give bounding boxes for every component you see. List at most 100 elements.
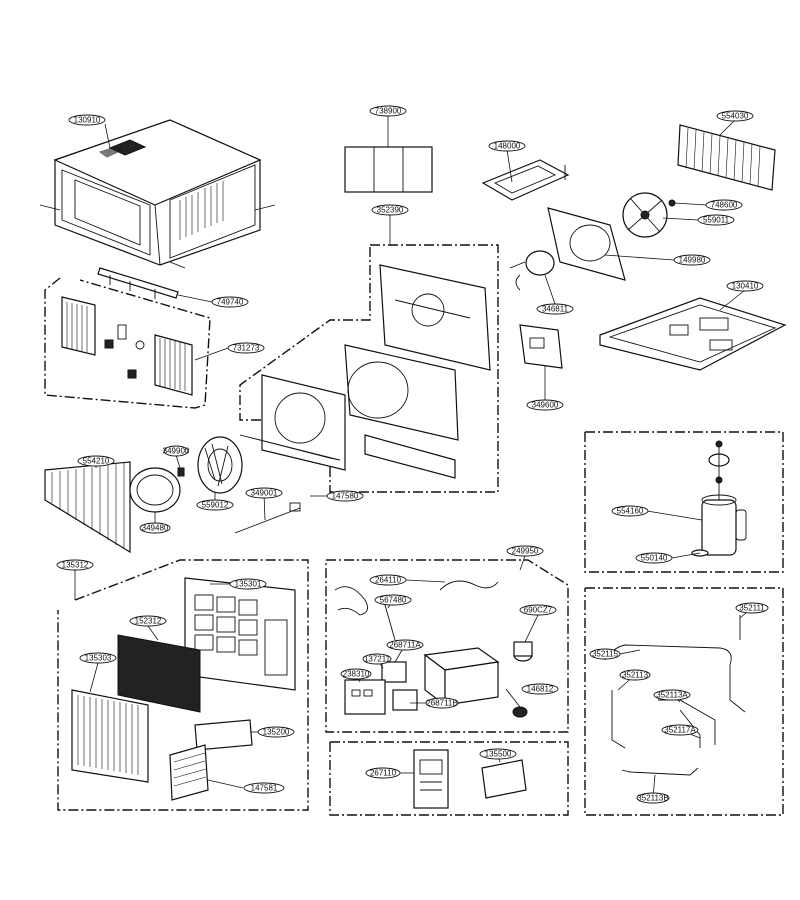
label-130910: 130910 xyxy=(68,114,106,126)
svg-text:147580: 147580 xyxy=(332,492,359,501)
label-352113A: 352113A xyxy=(653,689,691,701)
label-268711B: 268711B xyxy=(425,697,459,709)
label-callouts: 130910 738900 148000 554030 748600 55901… xyxy=(56,105,769,804)
group-352390-boundary xyxy=(239,244,499,493)
svg-text:352117A: 352117A xyxy=(664,726,696,735)
svg-text:554210: 554210 xyxy=(83,457,110,466)
svg-text:352390: 352390 xyxy=(377,206,404,215)
part-control-box xyxy=(423,647,500,707)
svg-text:349001: 349001 xyxy=(251,489,278,498)
part-559011-fan xyxy=(622,192,676,238)
svg-text:352113A: 352113A xyxy=(656,691,688,700)
svg-text:738900: 738900 xyxy=(375,107,402,116)
group-manual-boundary xyxy=(329,741,569,816)
svg-text:130910: 130910 xyxy=(74,116,101,125)
cabinet-130910 xyxy=(39,119,276,269)
label-137211: 137211 xyxy=(362,653,392,665)
part-135200-window xyxy=(194,719,253,751)
label-135303: 135303 xyxy=(79,652,117,664)
part-264110-harness xyxy=(334,580,499,616)
part-135500-cover xyxy=(481,759,527,799)
svg-text:748600: 748600 xyxy=(711,201,738,210)
svg-text:554160: 554160 xyxy=(617,507,644,516)
svg-text:352115: 352115 xyxy=(592,650,619,659)
label-567480: 567480 xyxy=(374,594,412,606)
part-135301-frame xyxy=(184,577,296,691)
part-349480-ring xyxy=(129,467,181,513)
part-135303-grille xyxy=(71,689,149,783)
svg-text:238310: 238310 xyxy=(343,670,370,679)
svg-text:146812: 146812 xyxy=(527,685,554,694)
svg-text:130410: 130410 xyxy=(732,282,759,291)
svg-text:567480: 567480 xyxy=(380,596,407,605)
group-135312-boundary xyxy=(57,559,309,811)
label-749740: 749740 xyxy=(211,296,249,308)
label-349600: 349600 xyxy=(526,399,564,411)
svg-text:268711B: 268711B xyxy=(426,699,457,708)
part-567480-wire xyxy=(384,604,396,641)
part-148000-bracket xyxy=(481,159,570,201)
label-352390: 352390 xyxy=(371,204,409,216)
svg-text:731273: 731273 xyxy=(233,344,260,353)
label-267110: 267110 xyxy=(365,767,401,779)
label-349900: 349900 xyxy=(163,445,190,457)
svg-text:346811: 346811 xyxy=(542,305,569,314)
label-748600: 748600 xyxy=(705,199,743,211)
group-249950-boundary xyxy=(325,559,569,733)
svg-text:349600: 349600 xyxy=(532,401,559,410)
label-135500: 135500 xyxy=(479,748,517,760)
part-749740-rail xyxy=(97,267,179,299)
label-346811: 346811 xyxy=(536,303,574,315)
part-554030-condenser xyxy=(677,124,776,191)
label-249950: 249950 xyxy=(506,545,544,557)
svg-text:749740: 749740 xyxy=(217,298,244,307)
label-550140: 550140 xyxy=(635,552,673,564)
label-135312: 135312 xyxy=(56,559,94,571)
label-738900: 738900 xyxy=(369,105,407,117)
group-731273-boundary xyxy=(44,277,211,409)
part-554210-evaporator xyxy=(44,461,131,554)
part-130410-base xyxy=(599,297,787,371)
label-146812: 146812 xyxy=(521,683,559,695)
label-559011: 559011 xyxy=(697,214,735,226)
part-690CZ7-capacitor xyxy=(513,641,533,662)
svg-text:550140: 550140 xyxy=(641,554,668,563)
label-731273: 731273 xyxy=(227,342,265,354)
svg-text:690CZ7: 690CZ7 xyxy=(524,606,553,615)
part-738900-sheets xyxy=(344,146,433,193)
group-compressor-boundary xyxy=(584,431,784,573)
svg-text:135303: 135303 xyxy=(85,654,112,663)
part-268711B-board xyxy=(392,689,418,711)
label-148000: 148000 xyxy=(488,140,526,152)
label-352111: 352111 xyxy=(735,602,769,614)
svg-text:267110: 267110 xyxy=(370,769,397,778)
svg-text:137211: 137211 xyxy=(364,655,391,664)
label-268711A: 268711A xyxy=(386,639,424,651)
label-352113B: 352113B xyxy=(636,792,670,804)
label-352117A: 352117A xyxy=(661,724,699,736)
label-352115: 352115 xyxy=(589,648,621,660)
svg-text:152312: 152312 xyxy=(135,617,162,626)
part-349001-rod xyxy=(234,502,301,534)
label-690CZ7: 690CZ7 xyxy=(519,604,557,616)
label-264110: 264110 xyxy=(369,574,407,586)
label-559012: 559012 xyxy=(196,499,234,511)
svg-text:264110: 264110 xyxy=(375,576,402,585)
part-149980-shroud xyxy=(547,207,626,281)
svg-text:147581: 147581 xyxy=(251,784,278,793)
part-152312-filter xyxy=(117,634,201,713)
part-147581-louver xyxy=(169,744,209,801)
svg-text:349480: 349480 xyxy=(142,524,169,533)
label-149980: 149980 xyxy=(673,254,711,266)
svg-text:135312: 135312 xyxy=(62,561,89,570)
label-147580: 147580 xyxy=(326,490,364,502)
label-147581: 147581 xyxy=(243,782,285,794)
part-554160-compressor xyxy=(691,440,747,557)
part-349600-bracket xyxy=(519,324,563,369)
label-554160: 554160 xyxy=(611,505,649,517)
svg-text:559012: 559012 xyxy=(202,501,229,510)
label-238310: 238310 xyxy=(340,668,372,680)
part-346811-motor xyxy=(509,250,555,291)
svg-text:349900: 349900 xyxy=(163,447,190,456)
